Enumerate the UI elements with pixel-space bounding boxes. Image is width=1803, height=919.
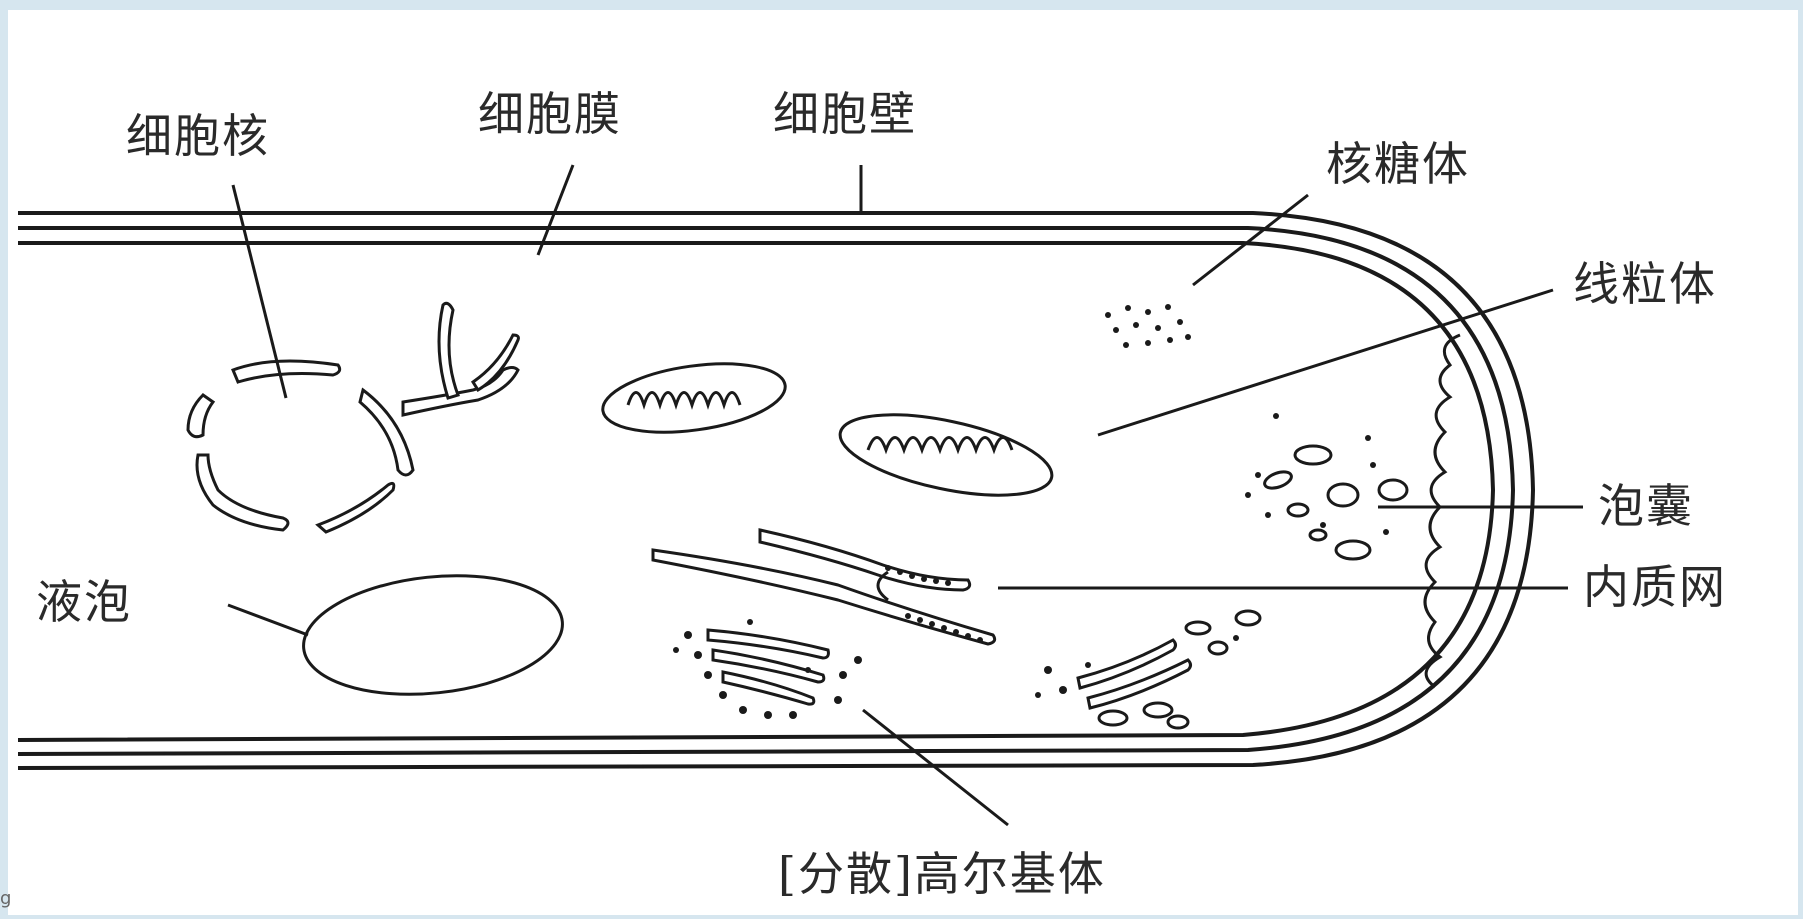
label-mitochondria: 线粒体 — [1573, 257, 1717, 311]
label-cell-wall: 细胞壁 — [773, 87, 917, 141]
vacuole — [298, 564, 569, 707]
label-vesicle: 泡囊 — [1598, 479, 1694, 533]
plant-cell-diagram: 细胞核 细胞膜 细胞壁 核糖体 线粒体 泡囊 内质网 液泡 [分散]高尔基体 — [8, 10, 1798, 915]
mitochondrion-2 — [833, 399, 1058, 510]
label-nucleus: 细胞核 — [126, 109, 270, 163]
label-cell-membrane: 细胞膜 — [478, 87, 622, 141]
label-ribosome: 核糖体 — [1326, 137, 1470, 191]
golgi-cluster-right — [1035, 611, 1260, 728]
membrane-tubes — [403, 303, 518, 415]
label-golgi-dispersed: [分散]高尔基体 — [778, 847, 1106, 901]
mitochondrion-1 — [598, 354, 789, 443]
golgi-cluster-left — [673, 619, 862, 719]
label-vacuole: 液泡 — [36, 575, 132, 629]
label-endoplasmic-reticulum: 内质网 — [1583, 560, 1727, 614]
diagram-frame: 细胞核 细胞膜 细胞壁 核糖体 线粒体 泡囊 内质网 液泡 [分散]高尔基体 — [8, 10, 1798, 915]
nucleus-fragments — [188, 361, 413, 532]
vesicles — [1245, 413, 1407, 559]
endoplasmic-reticulum — [653, 530, 995, 644]
corner-mark: g — [0, 888, 11, 909]
ribosomes — [1105, 304, 1191, 348]
